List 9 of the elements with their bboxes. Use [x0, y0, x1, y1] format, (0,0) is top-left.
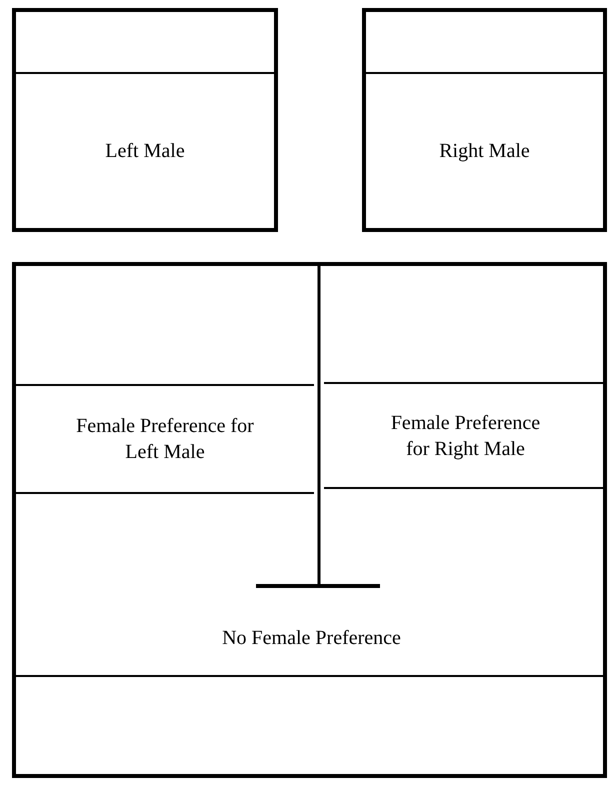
arena-box [12, 262, 607, 778]
zone-label: No Female Preference [222, 626, 401, 651]
male-compartment [12, 8, 278, 232]
zone-label: Female Preference for Left Male [76, 414, 254, 465]
male-compartment [362, 8, 607, 232]
preference-zone [16, 384, 314, 494]
zone-label: Left Male [105, 139, 185, 164]
zone-label: Right Male [439, 139, 530, 164]
zone-label: Female Preference for Right Male [390, 410, 542, 462]
